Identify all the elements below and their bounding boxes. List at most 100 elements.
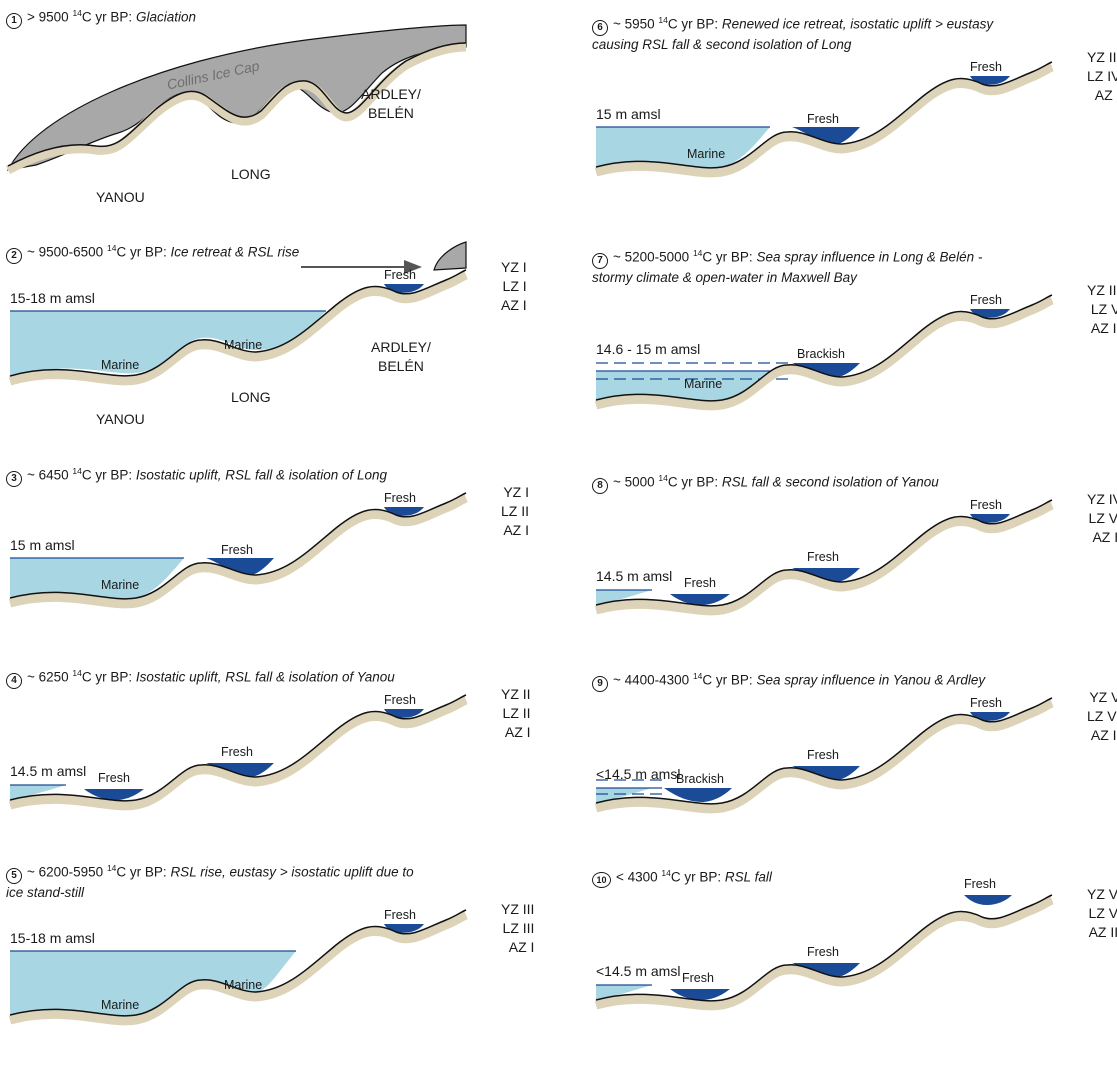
cross-section-diagram	[594, 499, 1054, 616]
zone-labels: YZ VLZ VIAZ II	[1087, 688, 1117, 745]
cross-section-diagram	[8, 694, 468, 811]
zone-label: LZ VI	[1088, 510, 1117, 526]
marine-water	[596, 127, 770, 168]
sea-level-label: <14.5 m amsl	[596, 766, 681, 782]
sediment-layer	[8, 493, 468, 609]
panel-title: 2~ 9500-6500 14C yr BP: Ice retreat & RS…	[6, 240, 299, 264]
panel-10: 10< 4300 14C yr BP: RSL fall <14.5 m amsl…	[592, 865, 1117, 1065]
step-number: 3	[6, 470, 22, 487]
panel-6: 6~ 5950 14C yr BP: Renewed ice retreat, …	[592, 12, 1117, 212]
cross-section-diagram	[8, 909, 468, 1026]
sea-level-label: 14.6 - 15 m amsl	[596, 341, 701, 357]
step-number: 9	[592, 675, 608, 692]
zone-label: YZ IV	[1087, 491, 1117, 507]
zone-label: YZ III	[1087, 282, 1117, 298]
step-number: 1	[6, 12, 22, 29]
sea-level-label: 15 m amsl	[596, 106, 661, 122]
zone-label: LZ VI	[1088, 905, 1117, 921]
fresh-label: Fresh	[970, 498, 1002, 512]
zone-label: AZ I	[508, 939, 535, 955]
marine-water	[10, 558, 184, 599]
panel-5: 5~ 6200-5950 14C yr BP: RSL rise, eustas…	[6, 860, 556, 1060]
step-number: 4	[6, 672, 22, 689]
zone-label: YZ II	[501, 686, 531, 702]
zone-label: AZ I	[1094, 87, 1117, 103]
panel-title: 7~ 5200-5000 14C yr BP: Sea spray influe…	[592, 248, 983, 285]
zone-label: AZ I	[504, 724, 531, 740]
zone-label: AZ III	[1088, 924, 1117, 940]
marine-label: Marine	[224, 338, 263, 352]
bedrock-line	[7, 42, 467, 167]
fresh-lake	[670, 989, 730, 1000]
fresh-label: Fresh	[384, 491, 416, 505]
zone-label: LZ II	[501, 503, 530, 519]
panel-8: 8~ 5000 14C yr BP: RSL fall & second iso…	[592, 470, 1117, 670]
panel-title: 1> 9500 14C yr BP: Glaciation	[6, 5, 196, 29]
panel-9: 9~ 4400-4300 14C yr BP: Sea spray influe…	[592, 668, 1117, 868]
site-long: LONG	[231, 389, 271, 405]
fresh-lake	[792, 568, 860, 582]
panel-title: 9~ 4400-4300 14C yr BP: Sea spray influe…	[592, 668, 985, 692]
sediment-layer	[594, 500, 1054, 616]
panel-title: 10< 4300 14C yr BP: RSL fall	[592, 865, 772, 888]
zone-label: AZ II	[1090, 320, 1117, 336]
step-number: 2	[6, 247, 22, 264]
sediment-layer	[594, 698, 1054, 814]
cross-section-diagram	[594, 697, 1054, 814]
fresh-label: Fresh	[384, 693, 416, 707]
fresh-label: Fresh	[221, 745, 253, 759]
marine-label: Marine	[224, 978, 263, 992]
marine-label: Marine	[687, 147, 726, 161]
fresh-lake	[670, 594, 730, 605]
cross-section-diagram	[594, 894, 1054, 1011]
zone-label: AZ II	[1092, 529, 1117, 545]
site-long: LONG	[231, 166, 271, 182]
sediment-layer	[8, 910, 468, 1026]
sediment-layer	[594, 895, 1054, 1011]
bedrock-line	[595, 894, 1053, 1002]
fresh-label: Fresh	[384, 908, 416, 922]
zone-label: LZ V	[1090, 301, 1117, 317]
panel-3: 3~ 6450 14C yr BP: Isostatic uplift, RSL…	[6, 463, 556, 663]
bedrock-line	[9, 269, 467, 377]
zone-labels: YZ IV LZ VI AZ II	[1087, 490, 1117, 547]
sea-level-label: <14.5 m amsl	[596, 963, 681, 979]
fresh-lake	[792, 963, 860, 977]
sediment-layer	[594, 295, 1054, 411]
panel-2: 2~ 9500-6500 14C yr BP: Ice retreat & RS…	[6, 240, 556, 440]
zone-label: LZ II	[502, 705, 531, 721]
fresh-label: Fresh	[970, 293, 1002, 307]
sediment-layer	[5, 42, 467, 174]
sediment-layer	[594, 62, 1054, 178]
brackish-lake	[792, 363, 860, 377]
sea-level-label: 15 m amsl	[10, 537, 75, 553]
fresh-lake	[84, 789, 144, 800]
fresh-label: Fresh	[807, 748, 839, 762]
sea-level-label: 14.5 m amsl	[596, 568, 673, 584]
fresh-lake	[792, 127, 860, 144]
marine-label: Marine	[684, 377, 723, 391]
marine-label: Marine	[101, 578, 140, 592]
fresh-lake	[964, 895, 1012, 905]
panel-title: 4~ 6250 14C yr BP: Isostatic uplift, RSL…	[6, 665, 395, 689]
zone-labels: YZ III LZ V AZ II	[1087, 281, 1117, 338]
zone-labels: YZ I LZ I AZ I	[501, 259, 527, 313]
brackish-lake	[664, 788, 732, 802]
zone-labels: YZ VILZ VIAZ III	[1087, 885, 1117, 942]
brackish-label: Brackish	[676, 772, 724, 786]
fresh-label: Fresh	[221, 543, 253, 557]
ice-remnant	[433, 241, 467, 271]
marine-label: Marine	[101, 358, 140, 372]
zone-label: AZ I	[503, 522, 530, 538]
cross-section-diagram	[594, 61, 1054, 178]
arrow-head-icon	[404, 260, 422, 274]
site-yanou: YANOU	[96, 189, 145, 205]
bedrock-line	[595, 294, 1053, 402]
panel-title: 6~ 5950 14C yr BP: Renewed ice retreat, …	[592, 15, 994, 52]
fresh-label: Fresh	[684, 576, 716, 590]
cross-section-diagram	[8, 241, 468, 386]
bedrock-line	[9, 694, 467, 802]
zone-label: AZ II	[1090, 727, 1117, 743]
